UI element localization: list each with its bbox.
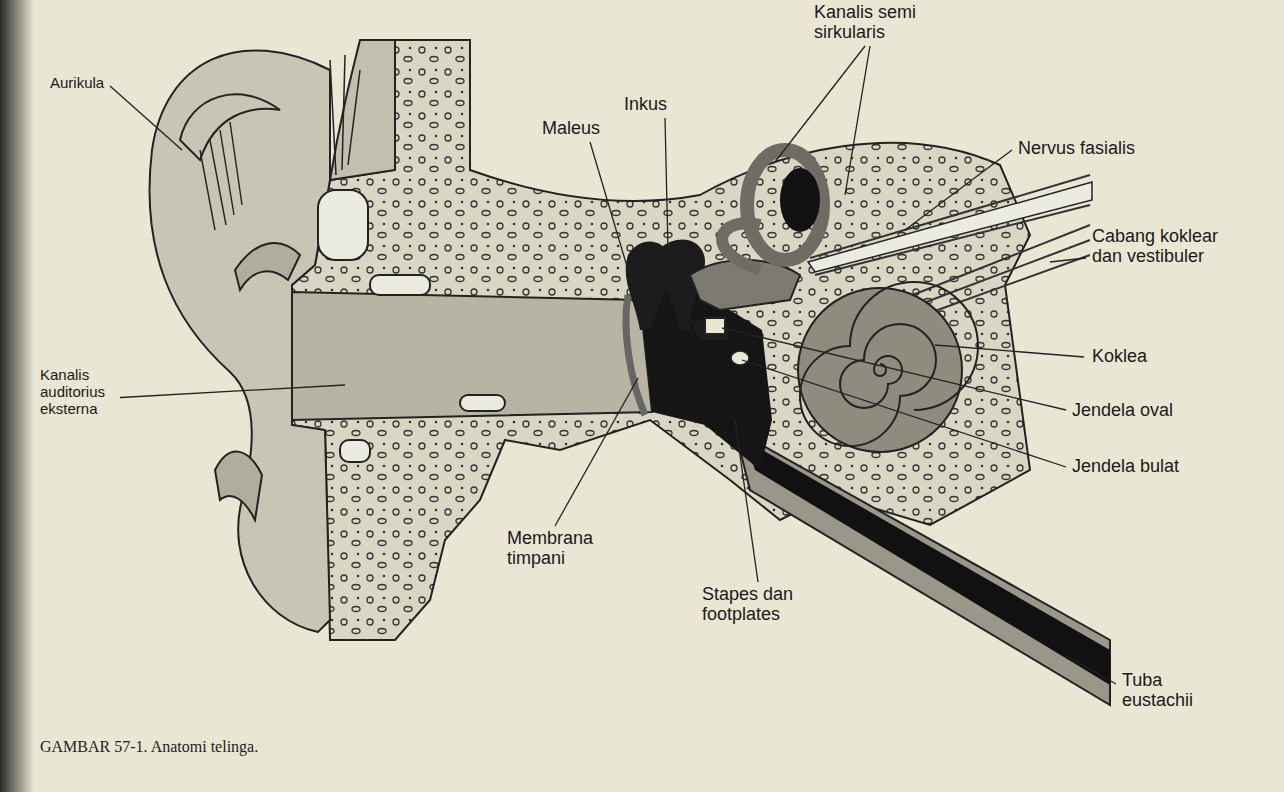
- oval-window: [705, 318, 725, 334]
- part-label: Tuba eustachii: [1120, 670, 1224, 710]
- part-label: Jendela oval: [1070, 400, 1175, 420]
- cartilage: [370, 275, 430, 295]
- semicircular-canal: [780, 168, 820, 232]
- semicircular-canal: [722, 223, 760, 270]
- eustachian-tube: [745, 440, 1110, 685]
- antitragus: [215, 451, 262, 520]
- semicircular-canal: [747, 150, 823, 260]
- antihelix: [235, 243, 300, 290]
- helix-fold: [180, 94, 280, 160]
- figure-caption: GAMBAR 57-1. Anatomi telinga.: [40, 738, 258, 756]
- leader-line: [110, 46, 1116, 684]
- ear-canal: [292, 292, 652, 420]
- part-label: Membrana timpani: [505, 528, 619, 568]
- cartilage: [460, 395, 505, 411]
- cochlea-spiral: [800, 282, 978, 446]
- scan-edge: [0, 0, 34, 792]
- part-label: Aurikula: [48, 74, 106, 91]
- part-label: Nervus fasialis: [1016, 138, 1137, 158]
- part-label: Stapes dan footplates: [700, 584, 814, 624]
- cochlea: [798, 288, 962, 452]
- part-label: Inkus: [622, 94, 669, 114]
- part-label: Koklea: [1090, 346, 1149, 366]
- helix-hatch: [200, 122, 242, 230]
- tube-wall: [735, 430, 1110, 705]
- middle-ear: [640, 287, 772, 470]
- part-label: Kanalis semi sirkularis: [812, 2, 966, 42]
- part-label: Maleus: [540, 118, 602, 138]
- cartilage: [340, 440, 370, 462]
- part-label: Kanalis auditorius eksterna: [38, 366, 120, 417]
- cartilage: [318, 190, 368, 260]
- round-window: [731, 351, 749, 365]
- skin: [330, 40, 395, 180]
- part-label: Jendela bulat: [1070, 456, 1181, 476]
- facial-nerve: [808, 182, 1092, 272]
- part-label: Cabang koklear dan vestibuler: [1090, 226, 1222, 266]
